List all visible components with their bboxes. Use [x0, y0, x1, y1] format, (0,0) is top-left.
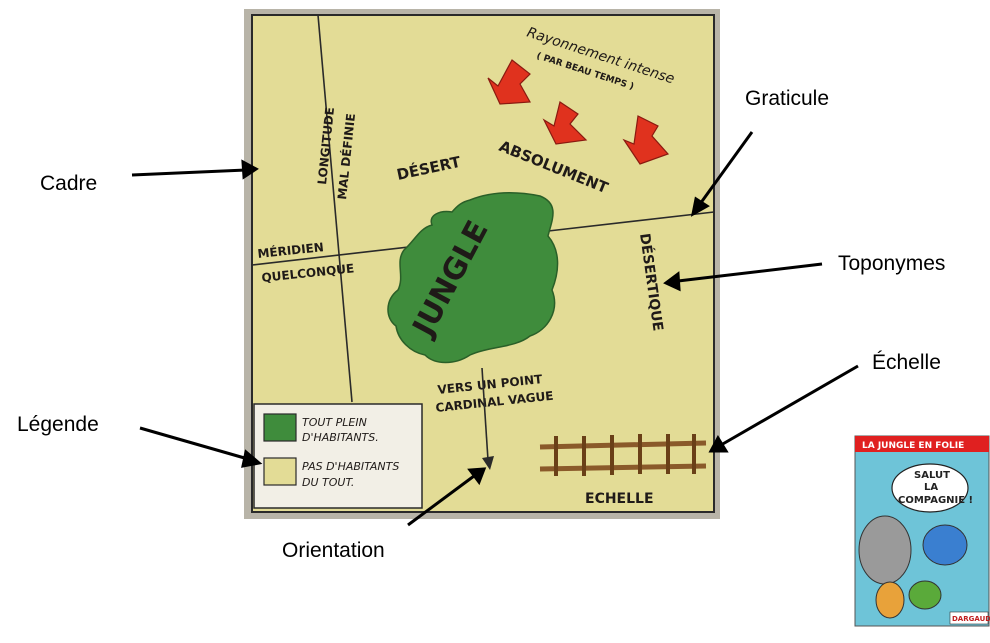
callout-echelle: Échelle	[872, 351, 941, 374]
toponymes-arrowhead	[663, 271, 681, 292]
bubble-text-2: LA	[924, 482, 938, 493]
blue-character	[922, 524, 968, 566]
publisher-logo	[949, 611, 989, 625]
jungle-area	[387, 191, 559, 364]
scale-ladder	[539, 434, 707, 476]
legende-arrow	[139, 426, 249, 461]
cadre-arrow	[131, 168, 247, 177]
bubble-text-1: SALUT	[914, 470, 950, 481]
orientation-arrow-line	[481, 367, 489, 461]
book-cover: LA JUNGLE EN FOLIE SALUT LA COMPAGNIE ! …	[854, 435, 990, 627]
callout-toponymes: Toponymes	[838, 252, 946, 275]
red-arrow-3	[622, 115, 670, 165]
green-character	[908, 580, 942, 610]
legend-yellow-swatch	[263, 457, 297, 486]
legend-green-text-2: D'HABITANTS.	[302, 431, 379, 444]
elephant-figure	[858, 515, 912, 585]
toponymes-arrow	[677, 262, 823, 283]
graticule-arrowhead	[690, 196, 710, 217]
legend-green-text-1: TOUT PLEIN	[302, 416, 367, 429]
bubble-text-3: COMPAGNIE !	[898, 495, 973, 506]
publisher-text: DARGAUD	[952, 615, 990, 623]
book-cover-title: LA JUNGLE EN FOLIE	[862, 441, 964, 451]
legend-yellow-text-2: DU TOUT.	[302, 476, 354, 489]
orange-character	[875, 581, 905, 619]
callout-orientation: Orientation	[282, 539, 385, 562]
echelle-arrow	[720, 364, 859, 447]
cadre-arrowhead	[241, 159, 259, 180]
book-cover-banner	[855, 436, 989, 452]
map-frame	[251, 14, 715, 513]
graticule-arrow	[698, 131, 754, 205]
callout-legende: Légende	[17, 413, 99, 436]
echelle-arrowhead	[708, 434, 729, 453]
legend-green-swatch	[263, 413, 297, 442]
echelle-map-text: ECHELLE	[585, 491, 654, 507]
orientation-arrow-head	[482, 456, 494, 470]
callout-arrows	[131, 131, 859, 527]
legende-arrowhead	[241, 449, 263, 468]
longitude-line	[317, 14, 353, 403]
callout-cadre: Cadre	[40, 172, 98, 195]
meridien-text-1: MÉRIDIEN	[257, 239, 325, 261]
orientation-callout-arrow	[407, 474, 475, 527]
speech-bubble	[891, 463, 969, 513]
red-arrow-2	[542, 101, 588, 145]
radiation-arrows	[487, 59, 670, 165]
callout-graticule: Graticule	[745, 87, 830, 110]
orientation-callout-arrowhead	[467, 467, 487, 486]
red-arrow-1	[487, 59, 531, 105]
legend-yellow-text-1: PAS D'HABITANTS	[302, 460, 399, 473]
